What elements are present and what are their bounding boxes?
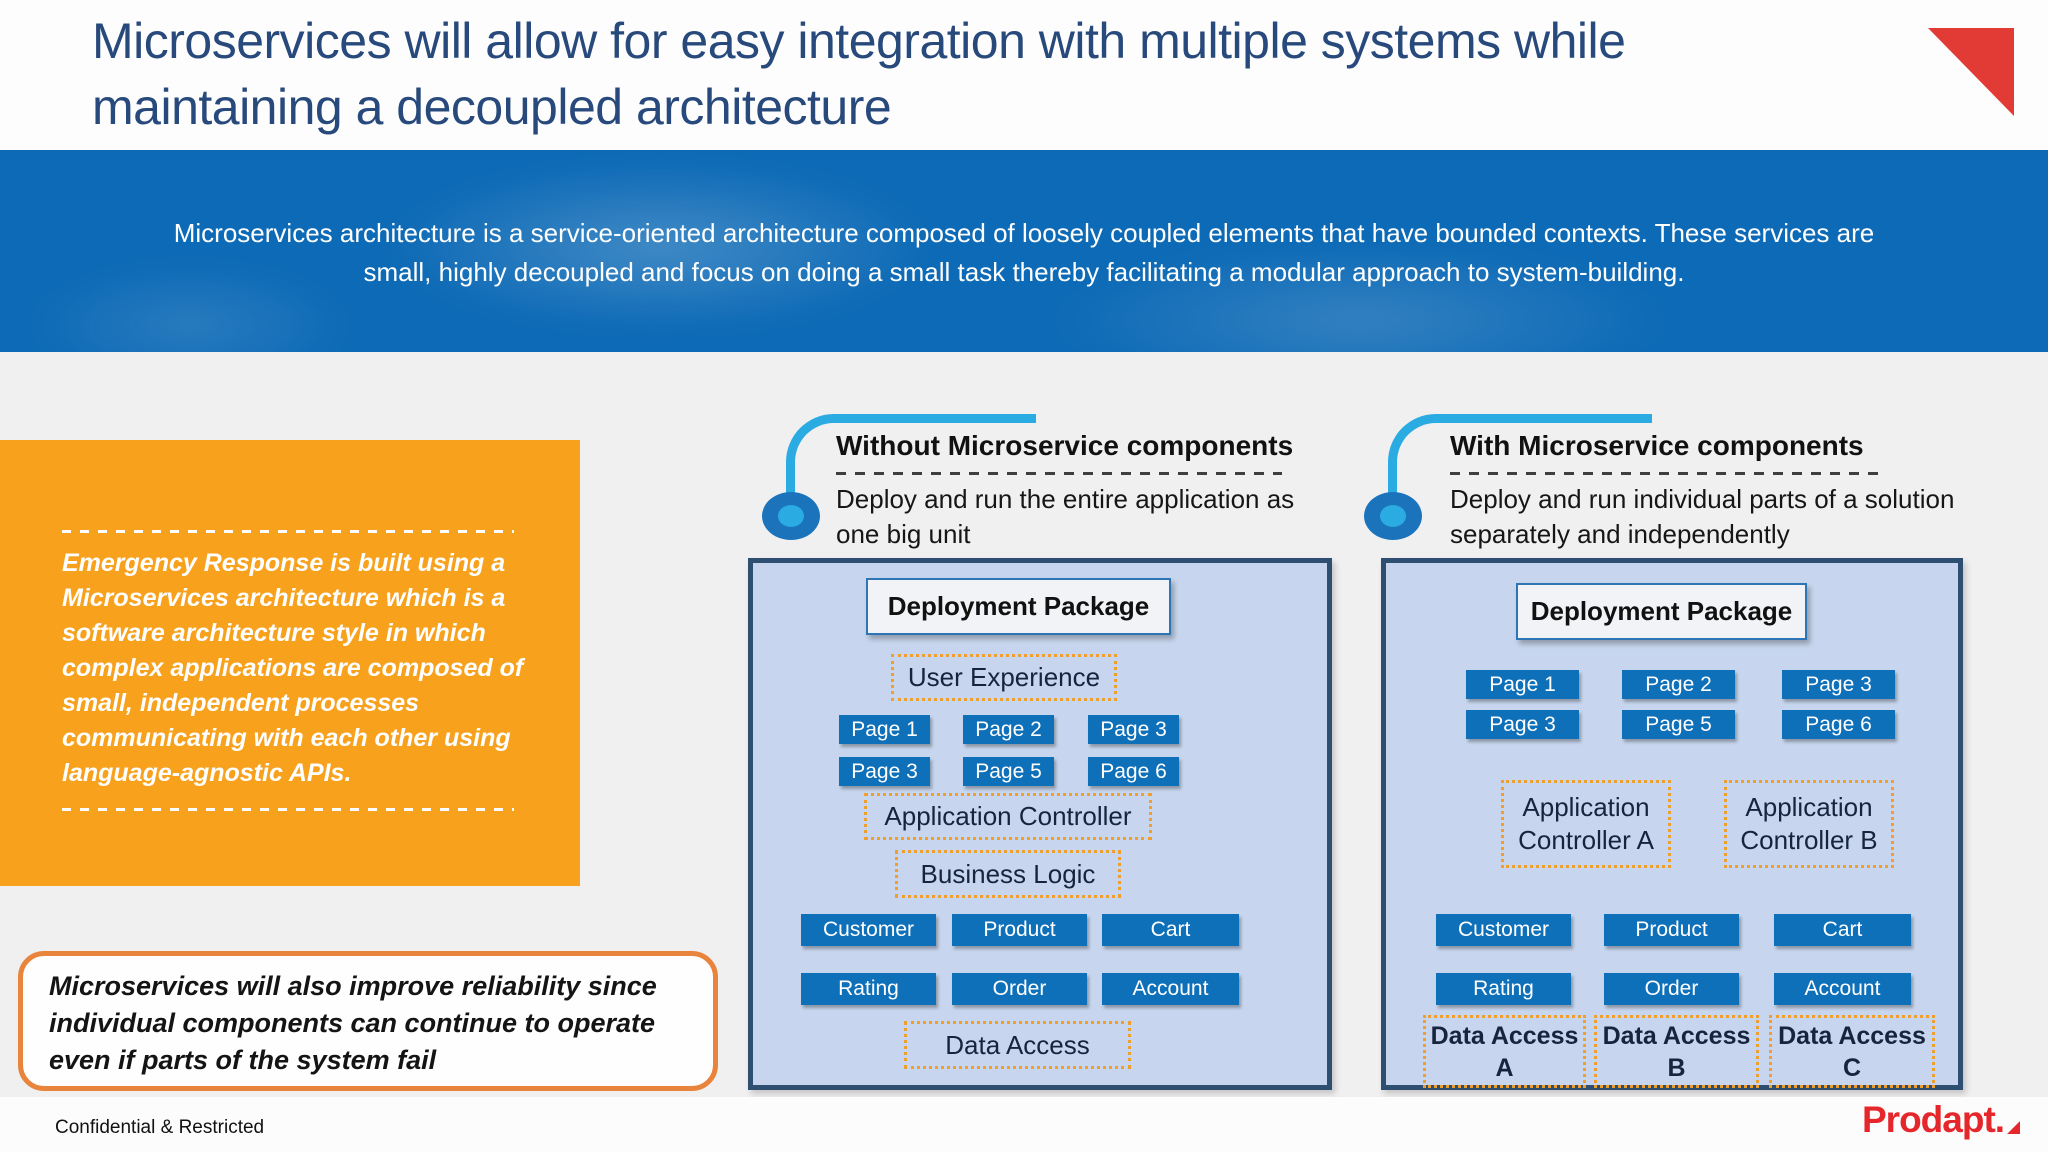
emergency-response-text: Emergency Response is built using a Micr… — [62, 549, 524, 787]
page-box: Page 3 — [1782, 670, 1895, 699]
service-box: Order — [1604, 973, 1739, 1005]
service-box: Product — [1604, 914, 1739, 946]
reliability-note-box: Microservices will also improve reliabil… — [18, 951, 718, 1091]
page-box: Page 1 — [1466, 670, 1579, 699]
service-box: Product — [952, 914, 1087, 946]
slide-header: Microservices will allow for easy integr… — [0, 0, 2048, 150]
page-box: Page 6 — [1782, 710, 1895, 739]
page-box: Page 5 — [963, 757, 1054, 786]
data-access-c-box: Data Access C — [1769, 1015, 1935, 1088]
with-heading: With Microservice components — [1450, 430, 1864, 461]
intro-banner-text: Microservices architecture is a service-… — [173, 218, 1875, 287]
without-microservices-panel: Deployment Package User Experience Page … — [748, 558, 1332, 1090]
reliability-note-text: Microservices will also improve reliabil… — [49, 971, 657, 1075]
corner-triangle-icon — [1928, 28, 2014, 116]
page-box: Page 2 — [1622, 670, 1735, 699]
page-box: Page 3 — [1088, 715, 1179, 744]
with-microservices-panel: Deployment Package Page 1 Page 2 Page 3 … — [1381, 558, 1963, 1090]
pin-connector-icon — [786, 414, 1036, 496]
location-pin-icon — [1364, 492, 1422, 540]
dashed-underline — [1450, 472, 1886, 475]
page-box: Page 6 — [1088, 757, 1179, 786]
user-experience-box: User Experience — [891, 654, 1117, 701]
page-box: Page 2 — [963, 715, 1054, 744]
service-box: Rating — [1436, 973, 1571, 1005]
dashed-underline — [836, 472, 1282, 475]
service-box: Customer — [801, 914, 936, 946]
application-controller-a-box: Application Controller A — [1501, 780, 1671, 868]
service-box: Account — [1102, 973, 1239, 1005]
dashed-divider — [62, 808, 514, 811]
emergency-response-callout: Emergency Response is built using a Micr… — [0, 440, 580, 886]
deployment-package-box: Deployment Package — [1516, 583, 1807, 640]
page-box: Page 5 — [1622, 710, 1735, 739]
without-subheading: Deploy and run the entire application as… — [836, 484, 1295, 549]
slide-footer: Confidential & Restricted Prodapt. — [0, 1097, 2048, 1152]
location-pin-icon — [762, 492, 820, 540]
page-box: Page 3 — [839, 757, 930, 786]
data-access-b-box: Data Access B — [1594, 1015, 1759, 1088]
slide-title: Microservices will allow for easy integr… — [92, 13, 1626, 135]
service-box: Cart — [1774, 914, 1911, 946]
application-controller-box: Application Controller — [864, 793, 1152, 840]
prodapt-logo-text: Prodapt. — [1862, 1099, 2005, 1140]
confidential-label: Confidential & Restricted — [55, 1117, 265, 1138]
pin-dot-icon — [1380, 505, 1406, 527]
service-box: Customer — [1436, 914, 1571, 946]
application-controller-b-box: Application Controller B — [1724, 780, 1894, 868]
service-box: Cart — [1102, 914, 1239, 946]
cloud-icon — [380, 158, 940, 333]
pin-dot-icon — [778, 505, 804, 527]
service-box: Account — [1774, 973, 1911, 1005]
data-access-box: Data Access — [904, 1021, 1131, 1069]
page-box: Page 1 — [839, 715, 930, 744]
data-access-a-box: Data Access A — [1423, 1015, 1586, 1088]
service-box: Rating — [801, 973, 936, 1005]
without-heading: Without Microservice components — [836, 430, 1294, 461]
deployment-package-box: Deployment Package — [866, 578, 1171, 635]
intro-banner: Microservices architecture is a service-… — [0, 150, 2048, 352]
business-logic-box: Business Logic — [895, 850, 1121, 898]
dashed-divider — [62, 530, 514, 533]
page-box: Page 3 — [1466, 710, 1579, 739]
with-subheading: Deploy and run individual parts of a sol… — [1450, 484, 1955, 549]
prodapt-logo: Prodapt. — [1862, 1099, 2021, 1141]
pin-connector-icon — [1388, 414, 1652, 496]
service-box: Order — [952, 973, 1087, 1005]
prodapt-logo-mark-icon — [2007, 1121, 2021, 1134]
